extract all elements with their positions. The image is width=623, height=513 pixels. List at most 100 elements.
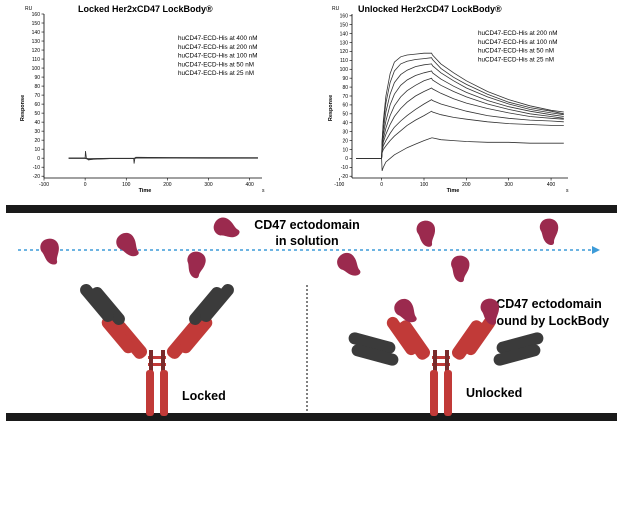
cd47-protein-icon bbox=[209, 213, 241, 246]
unlocked-chart-y-tick-label: 90 bbox=[342, 76, 348, 82]
locked-chart-y-tick-label: 10 bbox=[34, 147, 40, 153]
locked-chart-lines bbox=[68, 150, 258, 164]
bound-label-line1: CD47 ectodomain bbox=[496, 297, 602, 311]
cd47-protein-icon bbox=[334, 250, 362, 281]
locked-chart-y-tick-label: 20 bbox=[34, 138, 40, 144]
locked-chart-y-tick-label: -20 bbox=[33, 174, 40, 180]
locked-chart: Locked Her2xCD47 LockBody® RU s Response… bbox=[20, 4, 265, 194]
unlocked-chart-series-line-0 bbox=[356, 52, 564, 159]
locked-chart-legend-entry: huCD47-ECD-His at 400 nM bbox=[178, 35, 257, 42]
cd47-protein-icon bbox=[180, 248, 210, 280]
locked-chart-y-tick-label: 160 bbox=[32, 12, 41, 18]
unlocked-chart-series-line-8 bbox=[356, 137, 564, 172]
unlocked-chart-title: Unlocked Her2xCD47 LockBody® bbox=[358, 4, 502, 14]
unlocked-chart-y-tick-label: 60 bbox=[342, 103, 348, 109]
locked-chart-y-tick-label: 60 bbox=[34, 102, 40, 108]
top-membrane bbox=[6, 205, 617, 213]
unlocked-chart-y-tick-label: 80 bbox=[342, 85, 348, 91]
unlocked-chart-x-label: Time bbox=[447, 188, 460, 194]
locked-chart-y-tick-label: 130 bbox=[32, 39, 41, 45]
unlocked-chart-series-line-4 bbox=[356, 77, 564, 159]
locked-chart-legend-entry: huCD47-ECD-His at 100 nM bbox=[178, 53, 257, 60]
locked-chart-x-tick-label: 300 bbox=[204, 182, 213, 188]
locked-chart-x-label: Time bbox=[139, 188, 152, 194]
cd47-protein-icon bbox=[534, 215, 562, 247]
locked-chart-y-tick-label: 140 bbox=[32, 30, 41, 36]
locked-chart-y-tick-label: 90 bbox=[34, 75, 40, 81]
solution-label-line1: CD47 ectodomain bbox=[254, 218, 360, 232]
unlocked-chart-y-tick-label: 40 bbox=[342, 121, 348, 127]
locked-chart-x-unit: s bbox=[262, 188, 265, 194]
locked-chart-y-tick-label: 30 bbox=[34, 129, 40, 135]
unlocked-chart-series-line-1 bbox=[356, 57, 564, 159]
unlocked-chart-series-line-3 bbox=[356, 70, 564, 159]
unlocked-chart-legend-entry: huCD47-ECD-His at 50 nM bbox=[478, 48, 554, 55]
unlocked-chart-legend-entry: huCD47-ECD-His at 100 nM bbox=[478, 39, 557, 46]
unlocked-chart-y-tick-label: 70 bbox=[342, 94, 348, 100]
unlocked-chart-y-tick-label: 0 bbox=[345, 156, 348, 162]
locked-chart-x-tick-label: 100 bbox=[122, 182, 131, 188]
unlocked-chart-y-tick-label: 150 bbox=[340, 22, 349, 28]
unlocked-chart-x-tick-label: 100 bbox=[420, 182, 429, 188]
lockbody-diagram: CD47 ectodomain in solution CD47 ectodom… bbox=[6, 205, 617, 421]
unlocked-chart-y-tick-label: 10 bbox=[342, 147, 348, 153]
locked-chart-x-tick-label: 400 bbox=[245, 182, 254, 188]
locked-chart-legend-entry: huCD47-ECD-His at 200 nM bbox=[178, 44, 257, 51]
locked-chart-axes bbox=[43, 14, 262, 179]
cd47-protein-icon bbox=[412, 218, 438, 248]
unlocked-chart-x-tick-label: -100 bbox=[334, 182, 344, 188]
locked-antibody bbox=[80, 283, 234, 416]
cd47-protein-icon bbox=[114, 230, 140, 260]
unlocked-chart-y-tick-label: 120 bbox=[340, 49, 349, 55]
bottom-membrane bbox=[6, 413, 617, 421]
locked-chart-y-tick-label: 120 bbox=[32, 48, 41, 54]
unlocked-chart-x-unit: s bbox=[566, 188, 569, 194]
locked-chart-y-tick-label: 0 bbox=[37, 156, 40, 162]
locked-chart-y-tick-label: 110 bbox=[32, 57, 40, 63]
unlocked-chart-y-tick-label: 140 bbox=[340, 31, 349, 37]
unlocked-chart-y-unit: RU bbox=[332, 6, 340, 12]
locked-chart-legend: huCD47-ECD-His at 400 nM huCD47-ECD-His a… bbox=[178, 35, 257, 77]
locked-chart-x-tick-label: 200 bbox=[163, 182, 172, 188]
solution-label-line2: in solution bbox=[275, 234, 338, 248]
locked-chart-y-label: Response bbox=[20, 95, 26, 121]
unlocked-antibody bbox=[348, 296, 544, 416]
unlocked-chart-y-tick-label: -20 bbox=[341, 174, 348, 180]
unlocked-chart-y-tick-label: 100 bbox=[340, 67, 349, 73]
unlocked-chart-y-tick-label: -10 bbox=[341, 165, 348, 171]
unlocked-chart-y-tick-label: 30 bbox=[342, 129, 348, 135]
locked-chart-title: Locked Her2xCD47 LockBody® bbox=[78, 4, 213, 14]
unlocked-chart-series-line-2 bbox=[356, 63, 564, 159]
unlocked-chart-legend: huCD47-ECD-His at 200 nM huCD47-ECD-His a… bbox=[478, 30, 557, 63]
unlocked-chart-legend-entry: huCD47-ECD-His at 25 nM bbox=[478, 56, 554, 63]
unlocked-chart: Unlocked Her2xCD47 LockBody® RU s Respon… bbox=[328, 4, 569, 194]
locked-chart-series-line-4 bbox=[68, 157, 258, 160]
locked-chart-y-tick-label: 150 bbox=[32, 21, 41, 27]
locked-chart-y-tick-label: 50 bbox=[34, 111, 40, 117]
locked-chart-y-tick-label: -10 bbox=[33, 165, 40, 171]
locked-label: Locked bbox=[182, 389, 226, 403]
unlocked-chart-lines bbox=[356, 52, 564, 172]
unlocked-chart-series-line-5 bbox=[356, 87, 564, 159]
unlocked-chart-legend-entry: huCD47-ECD-His at 200 nM bbox=[478, 30, 557, 37]
unlocked-chart-y-tick-label: 110 bbox=[340, 58, 348, 64]
locked-chart-y-tick-label: 80 bbox=[34, 84, 40, 90]
locked-chart-y-tick-label: 100 bbox=[32, 66, 41, 72]
locked-chart-x-tick-label: 0 bbox=[84, 182, 87, 188]
locked-chart-legend-entry: huCD47-ECD-His at 50 nM bbox=[178, 61, 254, 68]
locked-chart-y-tick-label: 40 bbox=[34, 120, 40, 126]
arrow-head-icon bbox=[592, 246, 600, 254]
unlocked-chart-series-line-6 bbox=[356, 99, 564, 159]
unlocked-chart-x-tick-label: 400 bbox=[547, 182, 556, 188]
unlocked-chart-y-tick-label: 20 bbox=[342, 138, 348, 144]
unlocked-chart-y-tick-label: 160 bbox=[340, 14, 349, 20]
locked-chart-y-tick-label: 70 bbox=[34, 93, 40, 99]
unlocked-chart-x-tick-label: 300 bbox=[505, 182, 514, 188]
unlocked-chart-series-line-7 bbox=[356, 110, 564, 159]
unlocked-chart-y-tick-label: 130 bbox=[340, 40, 349, 46]
locked-chart-x-tick-label: -100 bbox=[39, 182, 49, 188]
locked-chart-y-unit: RU bbox=[25, 6, 33, 12]
